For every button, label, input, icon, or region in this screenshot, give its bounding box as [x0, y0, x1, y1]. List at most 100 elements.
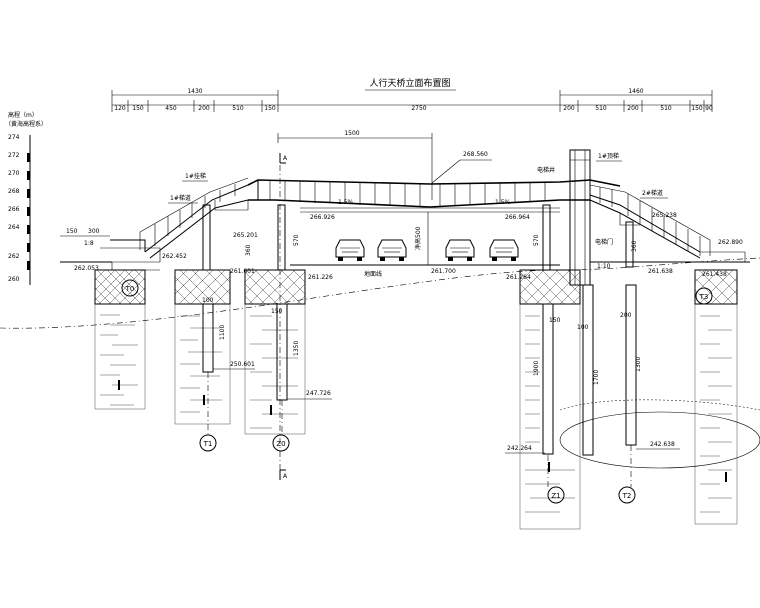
borehole-columns: [94, 303, 738, 530]
pier-label-z0: Z0: [272, 434, 290, 452]
elevation-scale: 高程（m） （黄海高程系） 274 272 270 268 266 264 26…: [5, 111, 47, 285]
dim-w100-right: 100: [577, 324, 589, 331]
clearance-label: 净高500: [414, 226, 422, 250]
dim-seg: 510: [660, 105, 672, 112]
drawing-title: 人行天桥立面布置图: [369, 77, 450, 89]
section-marker-bottom: A: [279, 469, 288, 480]
pier-id: T2: [622, 492, 632, 500]
car: [489, 239, 519, 261]
scale-tick: 262: [8, 253, 20, 260]
scale-tick: 270: [8, 170, 20, 177]
dim-seg: 510: [232, 105, 244, 112]
pier-label-t1: T1: [199, 434, 217, 452]
stair-right-elev: 265.238: [652, 212, 677, 219]
pier-z0-base-elev: 261.226: [308, 274, 333, 281]
section-marker-top: A: [279, 153, 288, 164]
piles: [202, 284, 637, 456]
pile-caps: [94, 269, 738, 305]
terrain-dashed-line: [0, 257, 760, 329]
deck-right-elev: 266.964: [505, 214, 530, 221]
slope-ratio-left: 1:8: [84, 240, 94, 247]
right-stair: [589, 184, 746, 262]
dim-w150-right: 150: [549, 317, 561, 324]
scale-tick: 268: [8, 188, 20, 195]
car: [445, 239, 475, 261]
dim-w200-right: 200: [620, 312, 632, 319]
dim-seg: 510: [595, 105, 607, 112]
elevator-door-label: 电梯门: [595, 238, 613, 246]
stair-left-elev: 265.201: [233, 232, 258, 239]
pier-label-t3: T3: [695, 287, 713, 305]
dim-span-center: 1500: [344, 130, 359, 137]
scale-tick: 266: [8, 206, 20, 213]
dim-right-total: 1460: [628, 88, 643, 95]
dim-seg: 200: [563, 105, 575, 112]
pier-id: T3: [699, 293, 709, 301]
t1-tip-elev: 250.601: [230, 361, 255, 368]
dim-h570-left: 570: [293, 234, 300, 246]
pier-z1-base-elev: 261.264: [506, 274, 531, 281]
dim-len1700: 1700: [593, 370, 600, 385]
stair-label-left: 1#挂梯: [185, 172, 206, 180]
dim-seg: 90: [705, 105, 713, 112]
dim-len1100: 1100: [219, 325, 226, 340]
dimension-chain-top: 1430 1460 2750 120 150 450 200 510 150 2…: [111, 88, 713, 200]
car: [377, 239, 407, 261]
scale-tick: 260: [8, 276, 20, 283]
pier-left-base-elev: 261.601: [230, 268, 255, 275]
dim-w150-left: 150: [271, 308, 283, 315]
stair-label-right: 1#顶梯: [598, 152, 619, 160]
slope-ratio-right: 1:10: [597, 263, 611, 270]
dim-len1900: 1900: [533, 361, 540, 376]
ground-curve-right: [559, 399, 760, 411]
scale-tick: 274: [8, 134, 20, 141]
dim-center-total: 2750: [411, 105, 426, 112]
dim-seg: 150: [132, 105, 144, 112]
ground-left-stair-elev: 262.452: [162, 253, 187, 260]
dim-300: 300: [88, 228, 100, 235]
road-center-elev: 261.700: [431, 268, 456, 275]
dim-len1350: 1350: [293, 341, 300, 356]
road-line-label: 地面线: [364, 270, 382, 278]
pier-id: Z1: [551, 492, 560, 500]
elevator-shaft: [569, 149, 591, 286]
main-deck: [247, 179, 621, 213]
section-label: A: [283, 473, 288, 480]
deck-top-elev: 268.560: [463, 151, 488, 158]
pier-label-t2: T2: [618, 486, 636, 504]
dim-w100-left: 100: [202, 297, 214, 304]
dim-seg: 120: [114, 105, 126, 112]
dim-seg: 450: [165, 105, 177, 112]
slope-right: 1.5%: [495, 199, 511, 206]
elevator-label: 电梯井: [537, 166, 555, 174]
z0-tip-elev: 247.726: [306, 390, 331, 397]
ground-far-left-elev: 262.053: [74, 265, 99, 272]
dim-h360-right: 360: [631, 240, 638, 252]
dim-len1300: 1300: [635, 357, 642, 372]
pier-id: Z0: [276, 440, 285, 448]
slope-left: 1.5%: [338, 199, 354, 206]
pier-id: T0: [125, 285, 135, 293]
dim-150: 150: [66, 228, 78, 235]
scale-tick: 272: [8, 152, 20, 159]
z1-tip-elev: 242.264: [507, 445, 532, 452]
dim-left-total: 1430: [187, 88, 202, 95]
ground-far-right-elev: 262.890: [718, 239, 743, 246]
pier-right-base-elev: 261.638: [648, 268, 673, 275]
car: [335, 239, 365, 261]
dim-seg: 200: [627, 105, 639, 112]
pier-label-t0: T0: [121, 279, 139, 297]
dim-seg: 200: [198, 105, 210, 112]
pier-id: T1: [203, 440, 213, 448]
ground-ellipse: [559, 411, 760, 469]
stair-label-right-b: 2#梯道: [642, 189, 663, 197]
scale-tick: 264: [8, 224, 20, 231]
deck-left-elev: 266.926: [310, 214, 335, 221]
leader: [431, 159, 461, 184]
t2-tip-elev: 242.638: [650, 441, 675, 448]
scale-subtitle: （黄海高程系）: [5, 120, 47, 128]
dim-seg: 150: [264, 105, 276, 112]
pier-label-z1: Z1: [547, 486, 565, 504]
dim-seg: 150: [691, 105, 703, 112]
